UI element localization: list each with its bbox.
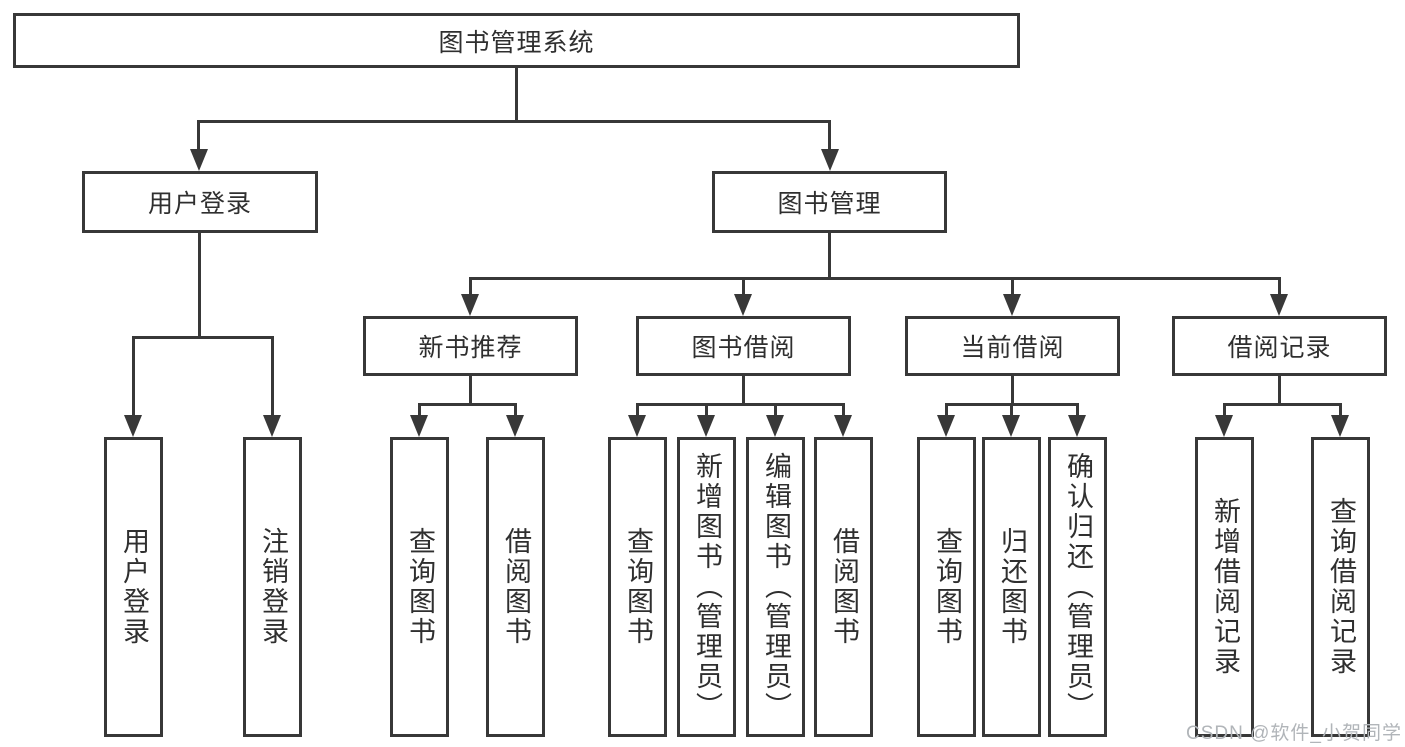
node-return-books: 归还图书 (982, 437, 1041, 737)
node-confirm-return-admin: 确认归还（管理员） (1048, 437, 1107, 737)
arrow-down-icon (1003, 294, 1021, 316)
connector-line (774, 403, 777, 417)
connector-line (1011, 277, 1014, 297)
connector-line (132, 336, 135, 418)
node-label: 确认归还（管理员） (1063, 452, 1093, 722)
node-label: 图书管理系统 (438, 28, 595, 57)
connector-line (469, 277, 472, 297)
arrow-down-icon (263, 415, 281, 437)
arrow-down-icon (124, 415, 142, 437)
connector-line (515, 68, 518, 121)
node-book-borrowing: 图书借阅 (636, 316, 851, 376)
node-label: 当前借阅 (960, 334, 1065, 362)
node-query-books-current: 查询图书 (917, 437, 976, 737)
node-borrow-books-borrowing: 借阅图书 (814, 437, 873, 737)
node-label: 新书推荐 (418, 334, 523, 362)
node-label: 查询图书 (405, 527, 435, 647)
node-edit-books-admin: 编辑图书（管理员） (746, 437, 805, 737)
connector-line (514, 403, 517, 417)
connector-line (742, 277, 745, 297)
arrow-down-icon (410, 415, 428, 437)
connector-line (271, 336, 274, 418)
node-current-borrowing: 当前借阅 (905, 316, 1120, 376)
connector-line (1278, 277, 1281, 297)
node-label: 借阅记录 (1227, 334, 1332, 362)
node-book-management-module: 图书管理 (712, 171, 947, 233)
connector-line (469, 277, 1281, 280)
connector-line (636, 403, 639, 417)
node-label: 注销登录 (258, 527, 288, 647)
node-borrow-books-recommend: 借阅图书 (486, 437, 545, 737)
node-query-books-recommend: 查询图书 (390, 437, 449, 737)
arrow-down-icon (697, 415, 715, 437)
node-label: 图书借阅 (691, 334, 796, 362)
node-label: 用户登录 (119, 527, 149, 647)
node-label: 查询借阅记录 (1326, 497, 1356, 677)
node-label: 借阅图书 (501, 527, 531, 647)
arrow-down-icon (1002, 415, 1020, 437)
arrow-down-icon (628, 415, 646, 437)
node-label: 新增借阅记录 (1210, 497, 1240, 677)
node-user-login: 用户登录 (104, 437, 163, 737)
arrow-down-icon (506, 415, 524, 437)
connector-line (828, 233, 831, 279)
connector-line (1339, 403, 1342, 417)
connector-line (1010, 403, 1013, 417)
arrow-down-icon (821, 149, 839, 171)
arrow-down-icon (734, 294, 752, 316)
node-query-books-borrowing: 查询图书 (608, 437, 667, 737)
connector-line (705, 403, 708, 417)
arrow-down-icon (937, 415, 955, 437)
connector-line (1076, 403, 1079, 417)
node-label: 查询图书 (932, 527, 962, 647)
connector-line (418, 403, 421, 417)
arrow-down-icon (1068, 415, 1086, 437)
node-label: 图书管理 (777, 190, 882, 218)
connector-line (1278, 376, 1281, 404)
connector-line (418, 403, 517, 406)
connector-line (842, 403, 845, 417)
arrow-down-icon (766, 415, 784, 437)
node-label: 编辑图书（管理员） (761, 452, 791, 722)
node-label: 用户登录 (147, 190, 252, 218)
connector-line (1011, 376, 1014, 404)
connector-line (197, 120, 200, 152)
node-add-borrow-record: 新增借阅记录 (1195, 437, 1254, 737)
node-add-books-admin: 新增图书（管理员） (677, 437, 736, 737)
node-label: 查询图书 (623, 527, 653, 647)
connector-line (132, 336, 274, 339)
connector-line (742, 376, 745, 404)
connector-line (198, 233, 201, 337)
arrow-down-icon (1270, 294, 1288, 316)
connector-line (828, 120, 831, 152)
arrow-down-icon (1215, 415, 1233, 437)
node-label: 借阅图书 (829, 527, 859, 647)
connector-line (1223, 403, 1342, 406)
node-query-borrow-record: 查询借阅记录 (1311, 437, 1370, 737)
node-new-book-recommend: 新书推荐 (363, 316, 578, 376)
node-user-login-module: 用户登录 (82, 171, 318, 233)
arrow-down-icon (834, 415, 852, 437)
connector-line (636, 403, 845, 406)
arrow-down-icon (461, 294, 479, 316)
connector-line (198, 120, 831, 123)
node-borrowing-records: 借阅记录 (1172, 316, 1387, 376)
node-label: 归还图书 (997, 527, 1027, 647)
node-logout: 注销登录 (243, 437, 302, 737)
connector-line (945, 403, 948, 417)
connector-line (1223, 403, 1226, 417)
arrow-down-icon (1331, 415, 1349, 437)
watermark: CSDN @软件_小贺同学 (1186, 723, 1402, 744)
arrow-down-icon (190, 149, 208, 171)
node-label: 新增图书（管理员） (692, 452, 722, 722)
node-library-management-system: 图书管理系统 (13, 13, 1020, 68)
connector-line (469, 376, 472, 404)
